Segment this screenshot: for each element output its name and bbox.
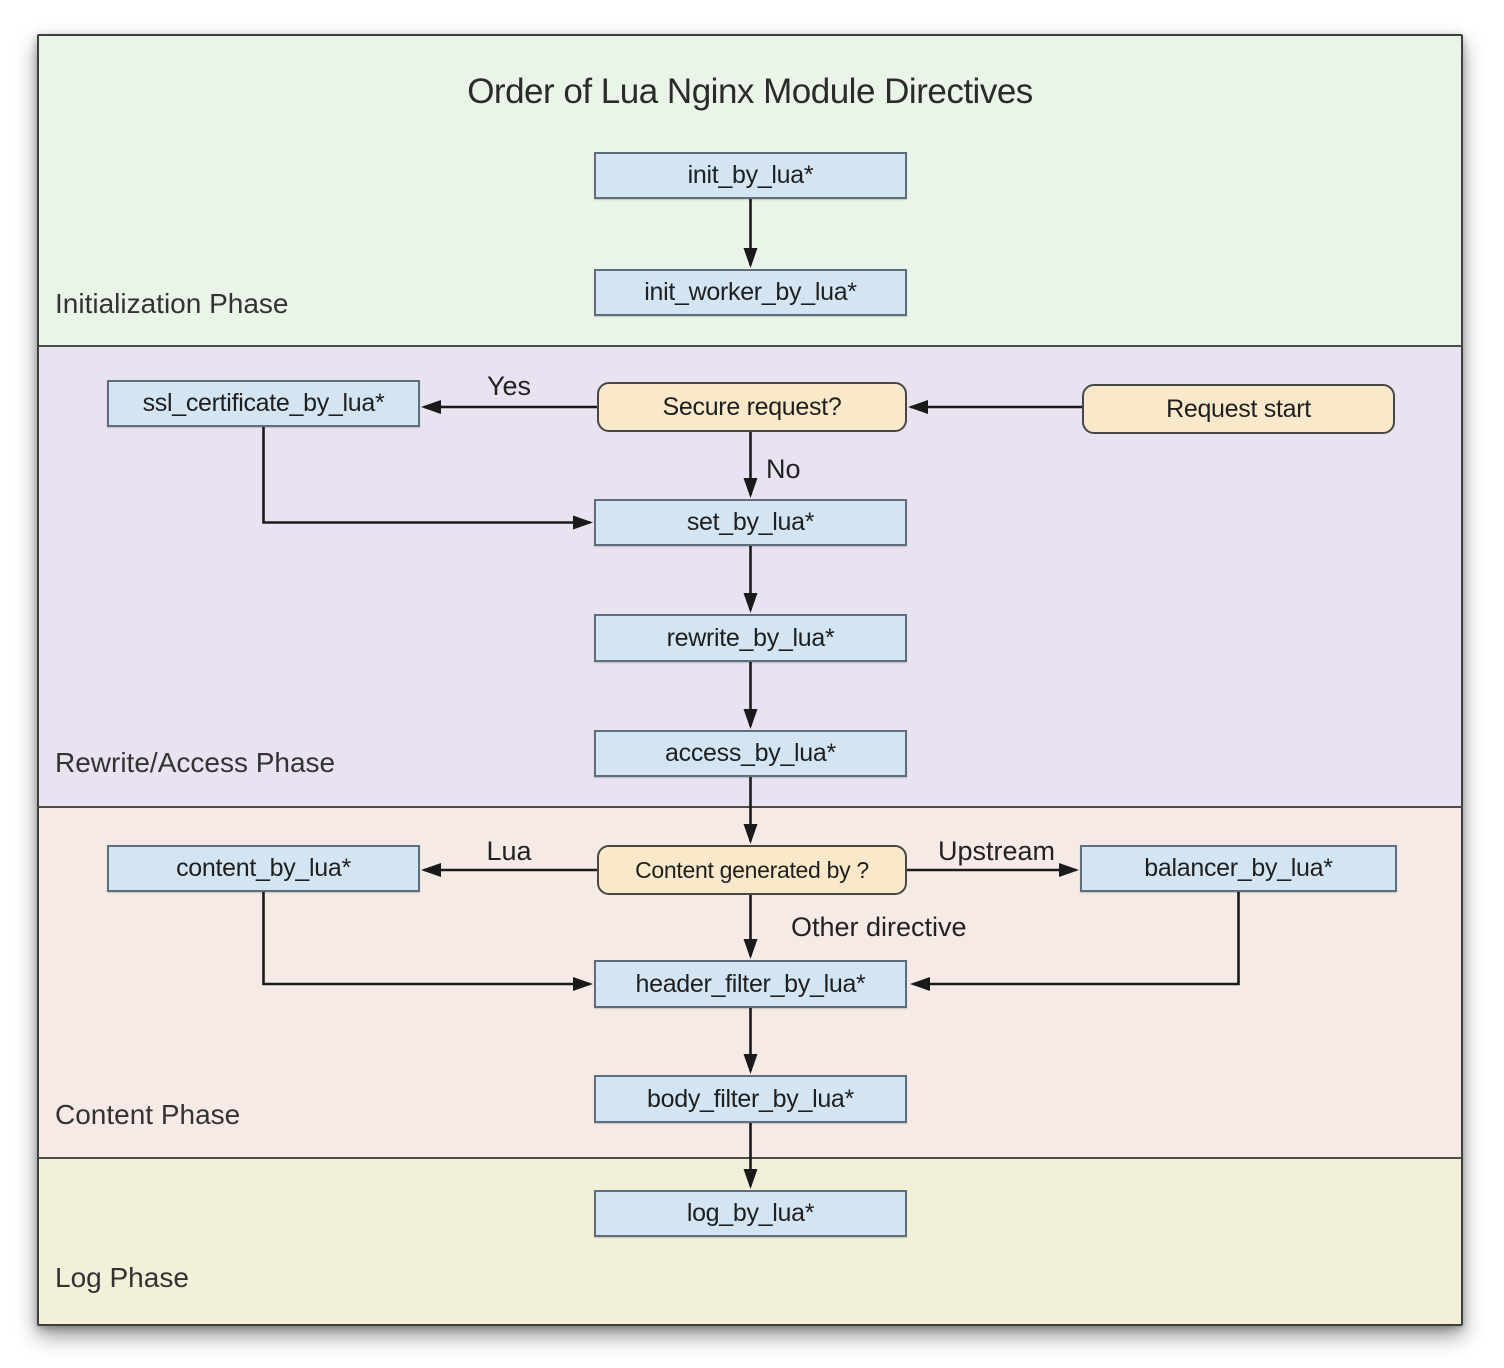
diagram-panel: Order of Lua Nginx Module Directives Ini… bbox=[37, 34, 1463, 1326]
edge-label-upstream: Upstream bbox=[937, 836, 1056, 866]
node-init-by-lua: init_by_lua* bbox=[594, 152, 907, 199]
arrow-balancer-to-header-filter bbox=[910, 892, 1240, 991]
arrow-ssl-certificate-to-set bbox=[262, 427, 593, 530]
edge-label-lua: Lua bbox=[486, 836, 532, 866]
node-body-filter-by-lua: body_filter_by_lua* bbox=[594, 1075, 907, 1123]
node-access-by-lua: access_by_lua* bbox=[594, 730, 907, 777]
node-secure-request-decision: Secure request? bbox=[597, 382, 907, 432]
phase-label-log: Log Phase bbox=[55, 1262, 189, 1293]
phase-label-rewrite-access: Rewrite/Access Phase bbox=[55, 747, 336, 778]
node-header-filter-by-lua: header_filter_by_lua* bbox=[594, 960, 907, 1008]
node-content-by-lua: content_by_lua* bbox=[107, 845, 420, 892]
node-rewrite-by-lua: rewrite_by_lua* bbox=[594, 614, 907, 662]
node-request-start: Request start bbox=[1082, 384, 1395, 434]
phase-label-content: Content Phase bbox=[55, 1099, 241, 1130]
node-content-generated-decision: Content generated by ? bbox=[597, 845, 907, 895]
node-init-worker-by-lua: init_worker_by_lua* bbox=[594, 269, 907, 316]
node-balancer-by-lua: balancer_by_lua* bbox=[1080, 845, 1397, 892]
phase-label-initialization: Initialization Phase bbox=[55, 288, 289, 319]
arrow-content-to-header-filter bbox=[262, 892, 593, 991]
node-ssl-certificate-by-lua: ssl_certificate_by_lua* bbox=[107, 380, 420, 427]
arrow-canvas bbox=[262, 199, 1240, 1189]
edge-label-other-directive: Other directive bbox=[791, 912, 967, 942]
edge-label-yes: Yes bbox=[486, 371, 532, 401]
node-set-by-lua: set_by_lua* bbox=[594, 499, 907, 546]
node-log-by-lua: log_by_lua* bbox=[594, 1190, 907, 1237]
edge-label-no: No bbox=[766, 454, 801, 484]
diagram-title: Order of Lua Nginx Module Directives bbox=[467, 72, 1033, 111]
